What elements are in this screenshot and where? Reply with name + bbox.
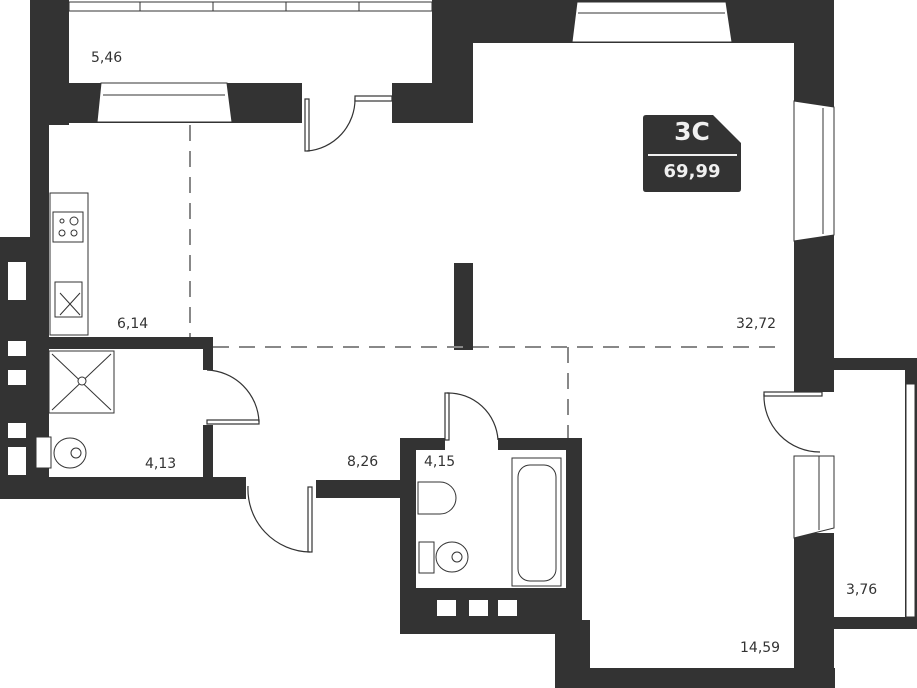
window-balcony-top: [68, 1, 433, 12]
vent: [498, 600, 517, 616]
door-swing: [306, 97, 356, 152]
windows: [68, 1, 916, 618]
toilet-icon: [418, 541, 435, 574]
column: [454, 263, 473, 350]
area-label-balcony-top: 5,46: [91, 50, 123, 66]
apartment-type: 3С: [674, 117, 710, 146]
wall-shower-right-bottom: [203, 425, 213, 477]
area-label-bedroom: 14,59: [740, 640, 781, 656]
window-living-right: [793, 100, 835, 242]
wall-shower-bottom: [0, 477, 246, 499]
vent: [8, 423, 26, 438]
window-kitchen: [96, 82, 233, 123]
wall-kitchen-shower: [30, 337, 213, 349]
vents: [8, 262, 517, 616]
area-label-living: 32,72: [736, 316, 777, 332]
wall-hall-bottom: [316, 480, 408, 498]
doors: [206, 95, 823, 553]
window-living-top: [571, 1, 733, 43]
badge-shape: [643, 115, 741, 192]
wall-shower-right-top: [203, 337, 213, 370]
toilet-icon: [35, 436, 52, 469]
vent: [8, 370, 26, 385]
wall-entry-top: [392, 83, 473, 123]
fixtures: [35, 192, 562, 587]
sink-icon: [54, 281, 83, 318]
apartment-badge: 3С 69,99: [643, 115, 746, 192]
washbasin-icon: [417, 481, 457, 515]
wall-balcony-r-bottom: [834, 617, 917, 629]
vent: [8, 447, 26, 475]
wall-bedroom-right: [794, 533, 834, 688]
wall-bedroom-bottom: [555, 668, 835, 688]
wall-balcony-r-top: [834, 358, 917, 370]
wall-bathroom-top-left: [400, 438, 445, 450]
total-area: 69,99: [663, 161, 721, 182]
wall-bedroom-right-top: [794, 378, 834, 392]
area-label-balcony-right: 3,76: [846, 582, 878, 598]
area-label-shower-room: 4,13: [145, 456, 177, 472]
area-label-hall: 8,26: [347, 454, 379, 470]
area-label-bathroom: 4,15: [424, 454, 456, 470]
vent: [469, 600, 488, 616]
area-label-kitchen: 6,14: [117, 316, 149, 332]
vent: [8, 262, 26, 300]
door-leaf: [304, 98, 310, 152]
vent: [437, 600, 456, 616]
zone-dividers: [189, 125, 780, 438]
wall-bathroom-top-right: [498, 438, 570, 450]
stove-icon: [52, 211, 84, 243]
wall-bathroom-bottom: [400, 588, 582, 634]
window-bedroom: [793, 455, 835, 539]
vent: [8, 341, 26, 356]
window-balcony-right: [905, 383, 916, 618]
wall-bathroom-left: [400, 438, 416, 634]
